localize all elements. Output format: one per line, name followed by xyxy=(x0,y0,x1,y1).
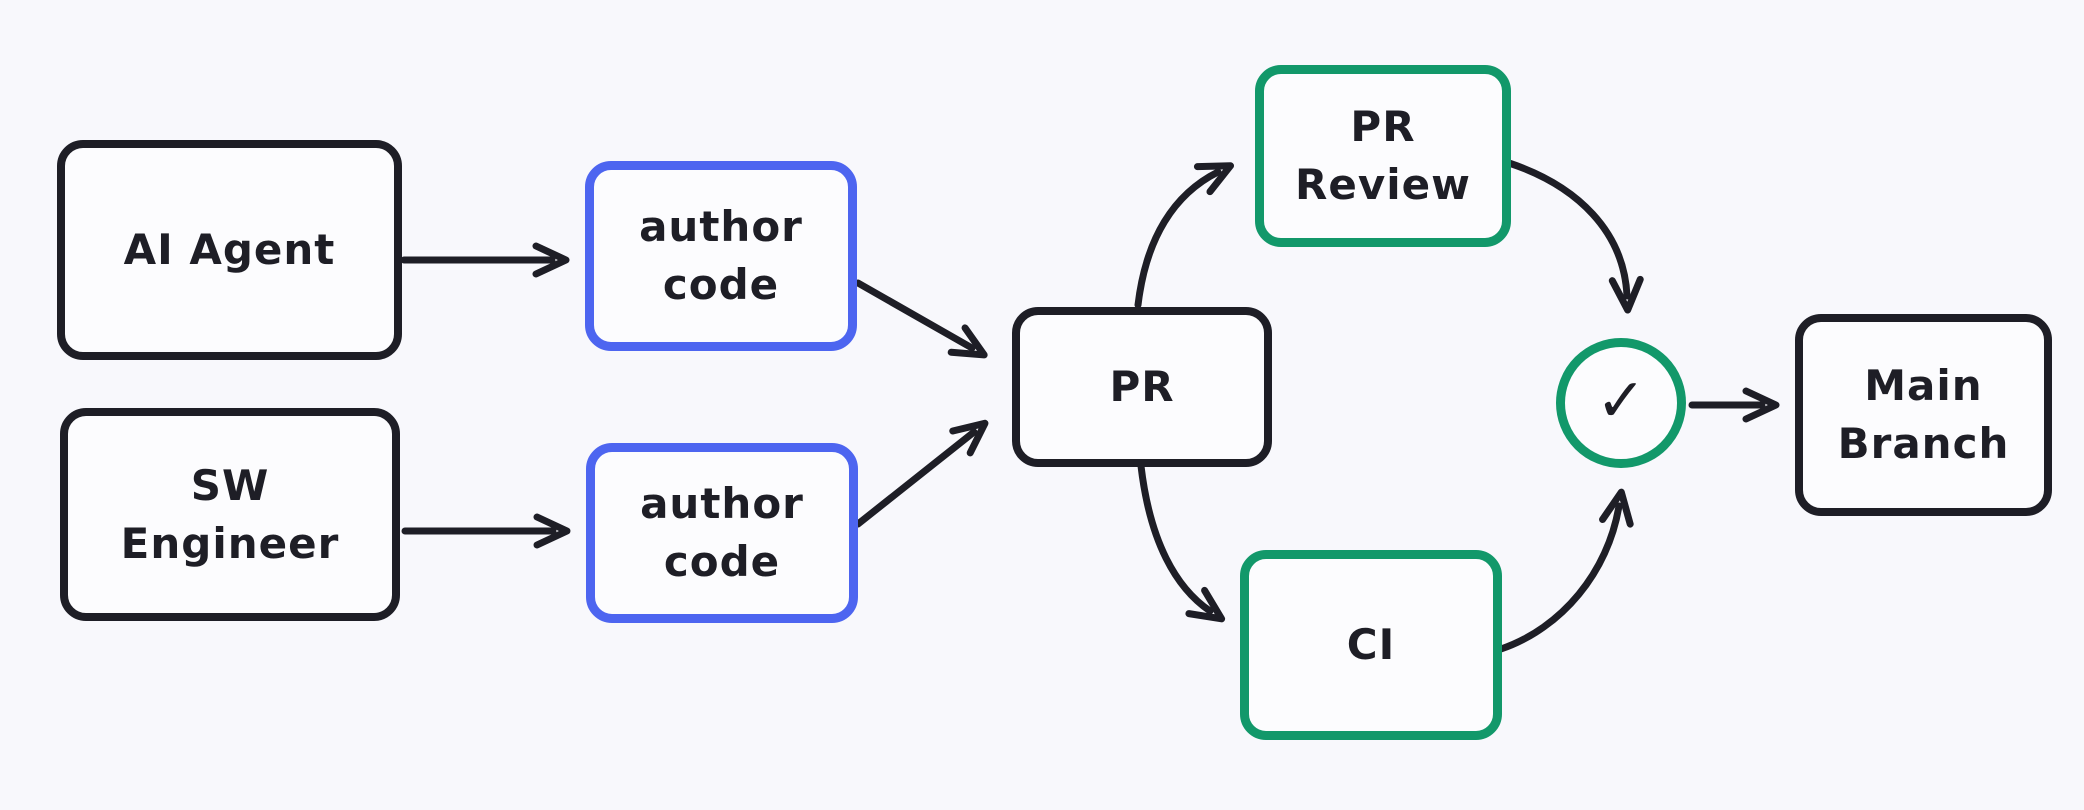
node-main-branch: Main Branch xyxy=(1795,314,2052,516)
node-author-code-top: author code xyxy=(585,161,857,351)
edge-author-code-bottom-to-pr xyxy=(854,419,989,528)
node-sw-engineer-label: SW Engineer xyxy=(120,460,340,568)
edge-pr-to-ci xyxy=(1137,462,1226,623)
node-main-branch-label: Main Branch xyxy=(1837,361,2010,468)
checkmark-icon: ✓ xyxy=(1595,366,1647,436)
node-ci-label: CI xyxy=(1346,620,1396,670)
node-ai-agent: AI Agent xyxy=(57,140,402,360)
node-pr-review-label: PR Review xyxy=(1295,102,1471,209)
node-author-code-bottom-label: author code xyxy=(640,479,804,586)
node-pr-review: PR Review xyxy=(1255,65,1511,247)
edge-author-code-top-to-pr xyxy=(854,279,988,359)
node-pr-label: PR xyxy=(1109,362,1175,412)
node-author-code-top-label: author code xyxy=(639,202,803,309)
edge-pr-to-pr-review xyxy=(1134,162,1235,309)
edge-pr-review-to-checks xyxy=(1505,159,1644,314)
node-pr: PR xyxy=(1012,307,1272,467)
edge-ci-to-checks xyxy=(1497,488,1634,653)
node-ci: CI xyxy=(1240,550,1502,740)
node-ai-agent-label: AI Agent xyxy=(123,225,336,275)
node-sw-engineer: SW Engineer xyxy=(60,408,400,621)
checks-passed-circle: ✓ xyxy=(1556,338,1686,468)
node-author-code-bottom: author code xyxy=(586,443,858,623)
